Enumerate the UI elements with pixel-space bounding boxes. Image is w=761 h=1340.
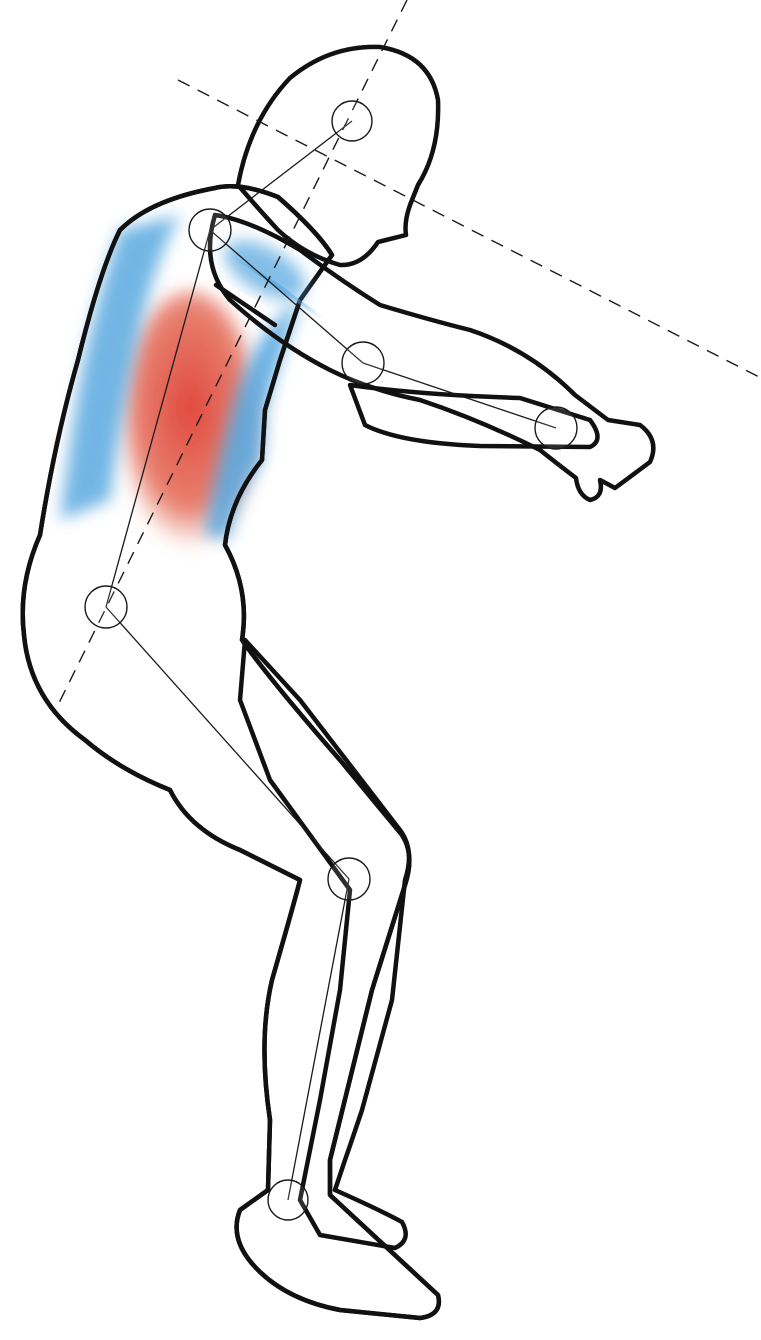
head-joint [332,101,372,141]
hip-joint [85,586,127,628]
wrist-joint [535,407,577,449]
ankle-joint [268,1180,308,1220]
shoulder-joint [189,209,231,251]
elbow-joint [342,342,384,384]
joints [85,101,577,1220]
back-leg [240,640,409,1248]
knee-joint [328,858,370,900]
